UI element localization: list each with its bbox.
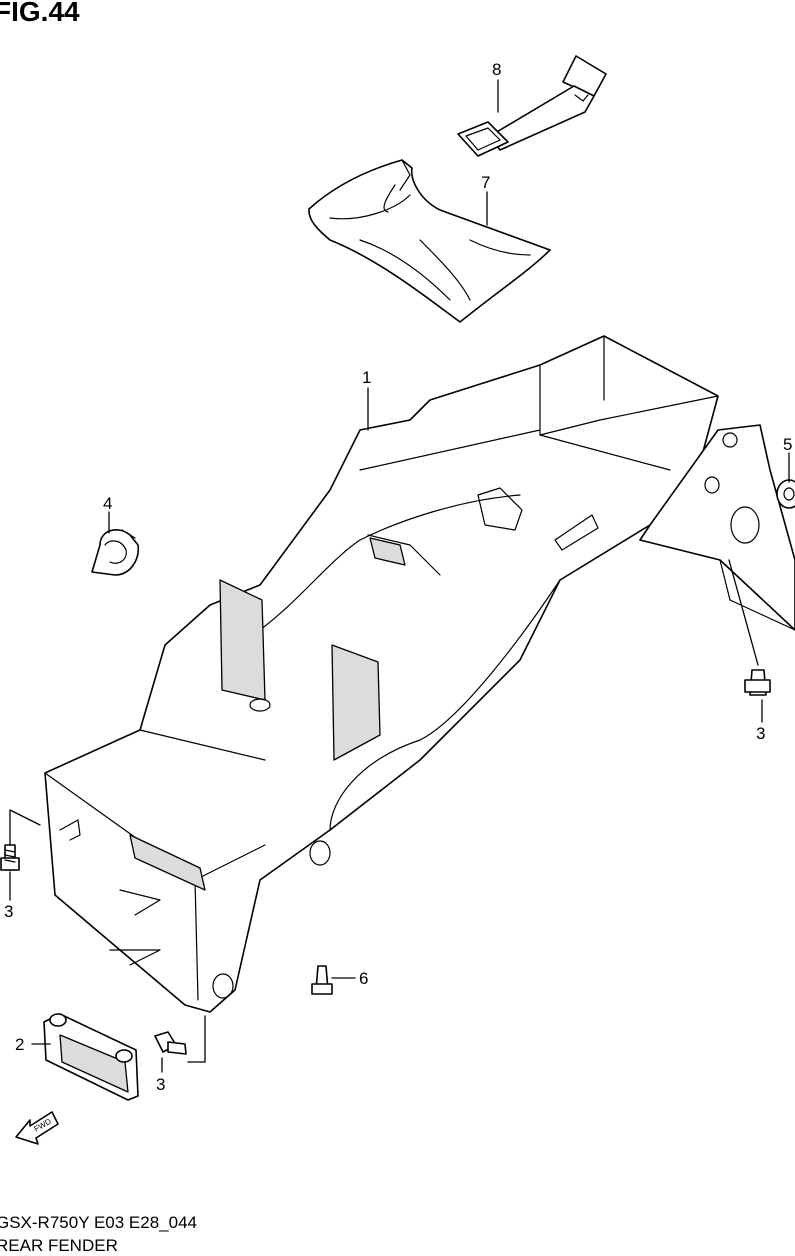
part-2-reflector bbox=[43, 1013, 139, 1101]
callout-6: 6 bbox=[359, 969, 368, 988]
part-3-bolt-bottom bbox=[154, 1031, 187, 1055]
callout-1: 1 bbox=[362, 368, 371, 387]
figure-name: REAR FENDER bbox=[0, 1236, 118, 1255]
part-3-bolt-left bbox=[0, 844, 20, 871]
callout-4: 4 bbox=[103, 494, 112, 513]
callout-2: 2 bbox=[15, 1035, 24, 1054]
callout-3-bottom: 3 bbox=[156, 1075, 165, 1094]
part-1-rear-fender bbox=[44, 335, 719, 1013]
part-3-bolt-right bbox=[744, 669, 771, 696]
callout-3-left: 3 bbox=[4, 902, 13, 921]
part-7-tool-bag bbox=[308, 159, 551, 323]
model-code: GSX-R750Y E03 E28_044 bbox=[0, 1213, 197, 1232]
callout-8: 8 bbox=[492, 60, 501, 79]
part-6-push-rivet bbox=[311, 965, 333, 995]
part-4-clamp bbox=[91, 529, 140, 576]
part-8-strap bbox=[457, 55, 607, 157]
leader-lines bbox=[9, 79, 790, 1073]
callout-7: 7 bbox=[481, 173, 490, 192]
figure-title: FIG.44 bbox=[0, 0, 80, 27]
callout-5: 5 bbox=[783, 435, 792, 454]
forward-direction-arrow: FWD bbox=[15, 1111, 59, 1145]
right-mounting-bracket bbox=[639, 424, 795, 631]
part-5-grommet bbox=[776, 479, 795, 509]
callout-3-right: 3 bbox=[756, 724, 765, 743]
